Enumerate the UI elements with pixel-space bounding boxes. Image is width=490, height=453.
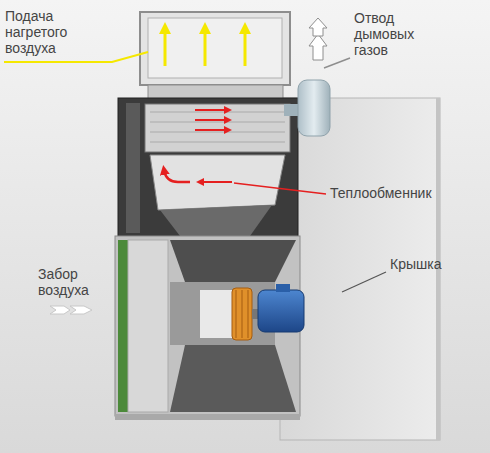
lower-body-part: [236, 290, 237, 338]
supply-duct-part: [148, 85, 283, 99]
exhaust-label: Отвод дымовых газов: [354, 10, 434, 58]
upper-body-part: [195, 129, 228, 131]
upper-body-part: [150, 112, 285, 113]
supply-duct-part: [204, 28, 207, 66]
intake-label: Забор воздуха: [38, 266, 110, 298]
lower-body-part: [200, 290, 232, 338]
upper-body-part: [195, 109, 228, 111]
upper-body-part: [118, 98, 298, 238]
leader-lines-part: [342, 272, 386, 292]
upper-body-part: [195, 119, 228, 121]
upper-body-part: [164, 170, 190, 182]
upper-body-part: [150, 122, 285, 123]
intake-arrow-part: [70, 306, 92, 314]
lower-body: [115, 236, 304, 420]
supply-duct-part: [244, 28, 247, 66]
supply-duct: [140, 12, 290, 99]
heat-exchanger-label: Теплообменник: [330, 185, 470, 201]
leader-lines: [4, 52, 386, 292]
chimney-part: [298, 80, 330, 136]
lower-body-part: [170, 240, 296, 282]
upper-body-part: [150, 132, 285, 133]
lower-body-part: [242, 290, 243, 338]
lower-body-part: [115, 414, 300, 420]
upper-body-part: [126, 103, 140, 233]
upper-body-part: [150, 155, 285, 210]
exhaust-arrow-part: [309, 34, 327, 60]
supply-duct-part: [164, 28, 167, 66]
lower-body-part: [128, 240, 168, 412]
intake-arrow-part: [50, 306, 70, 314]
lower-body-part: [248, 290, 249, 338]
leader-lines-part: [324, 58, 350, 68]
exhaust-arrow-part: [309, 18, 327, 36]
supply-duct-part: [140, 12, 290, 85]
upper-body-part: [150, 142, 285, 143]
exhaust-arrow: [309, 18, 327, 60]
upper-body-part: [160, 205, 272, 236]
lower-body-part: [258, 290, 304, 332]
intake-arrow: [50, 306, 92, 314]
upper-body-part: [145, 104, 290, 152]
upper-body: [118, 98, 298, 238]
cover-label: Крышка: [390, 256, 470, 272]
supply-duct-part: [148, 18, 282, 78]
lower-body-part: [276, 284, 290, 292]
chimney: [284, 80, 330, 136]
lower-body-part: [232, 288, 252, 340]
supply-label: Подача нагретого воздуха: [5, 8, 83, 56]
lower-body-part: [118, 240, 128, 412]
leader-lines-part: [234, 183, 326, 194]
lower-body-part: [170, 345, 296, 412]
upper-body-part: [200, 181, 232, 183]
